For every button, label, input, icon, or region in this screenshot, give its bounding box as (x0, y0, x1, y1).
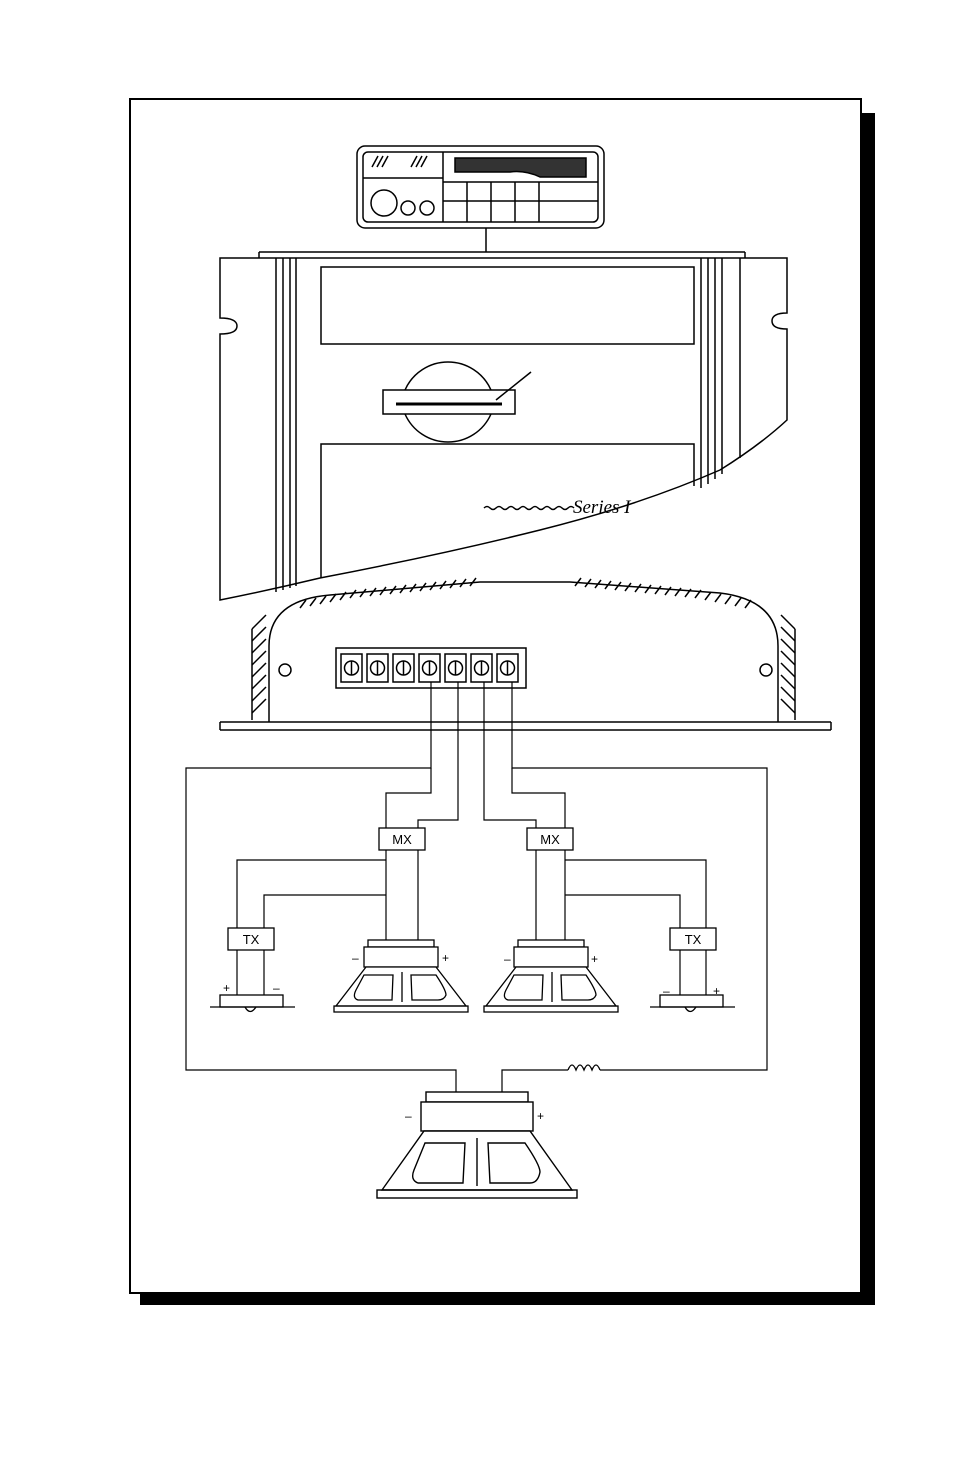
polarity-plus: + (591, 952, 598, 966)
tweeter-crossover-right-label: TX (685, 932, 702, 947)
polarity-minus: – (663, 984, 670, 998)
polarity-plus: + (223, 981, 230, 995)
polarity-minus: – (504, 952, 511, 966)
crossover-left-label: MX (392, 832, 412, 847)
tweeter-crossover-left: TX (228, 928, 274, 950)
crossover-right: MX (527, 828, 573, 850)
crossover-left: MX (379, 828, 425, 850)
polarity-minus: – (405, 1109, 412, 1123)
polarity-plus: + (442, 951, 449, 965)
tweeter-crossover-right: TX (670, 928, 716, 950)
polarity-plus: + (713, 984, 720, 998)
polarity-minus: – (352, 951, 359, 965)
polarity-minus: – (273, 981, 280, 995)
tweeter-crossover-left-label: TX (243, 932, 260, 947)
crossover-right-label: MX (540, 832, 560, 847)
series-logo: Series I (573, 497, 632, 518)
polarity-plus: + (537, 1109, 544, 1123)
